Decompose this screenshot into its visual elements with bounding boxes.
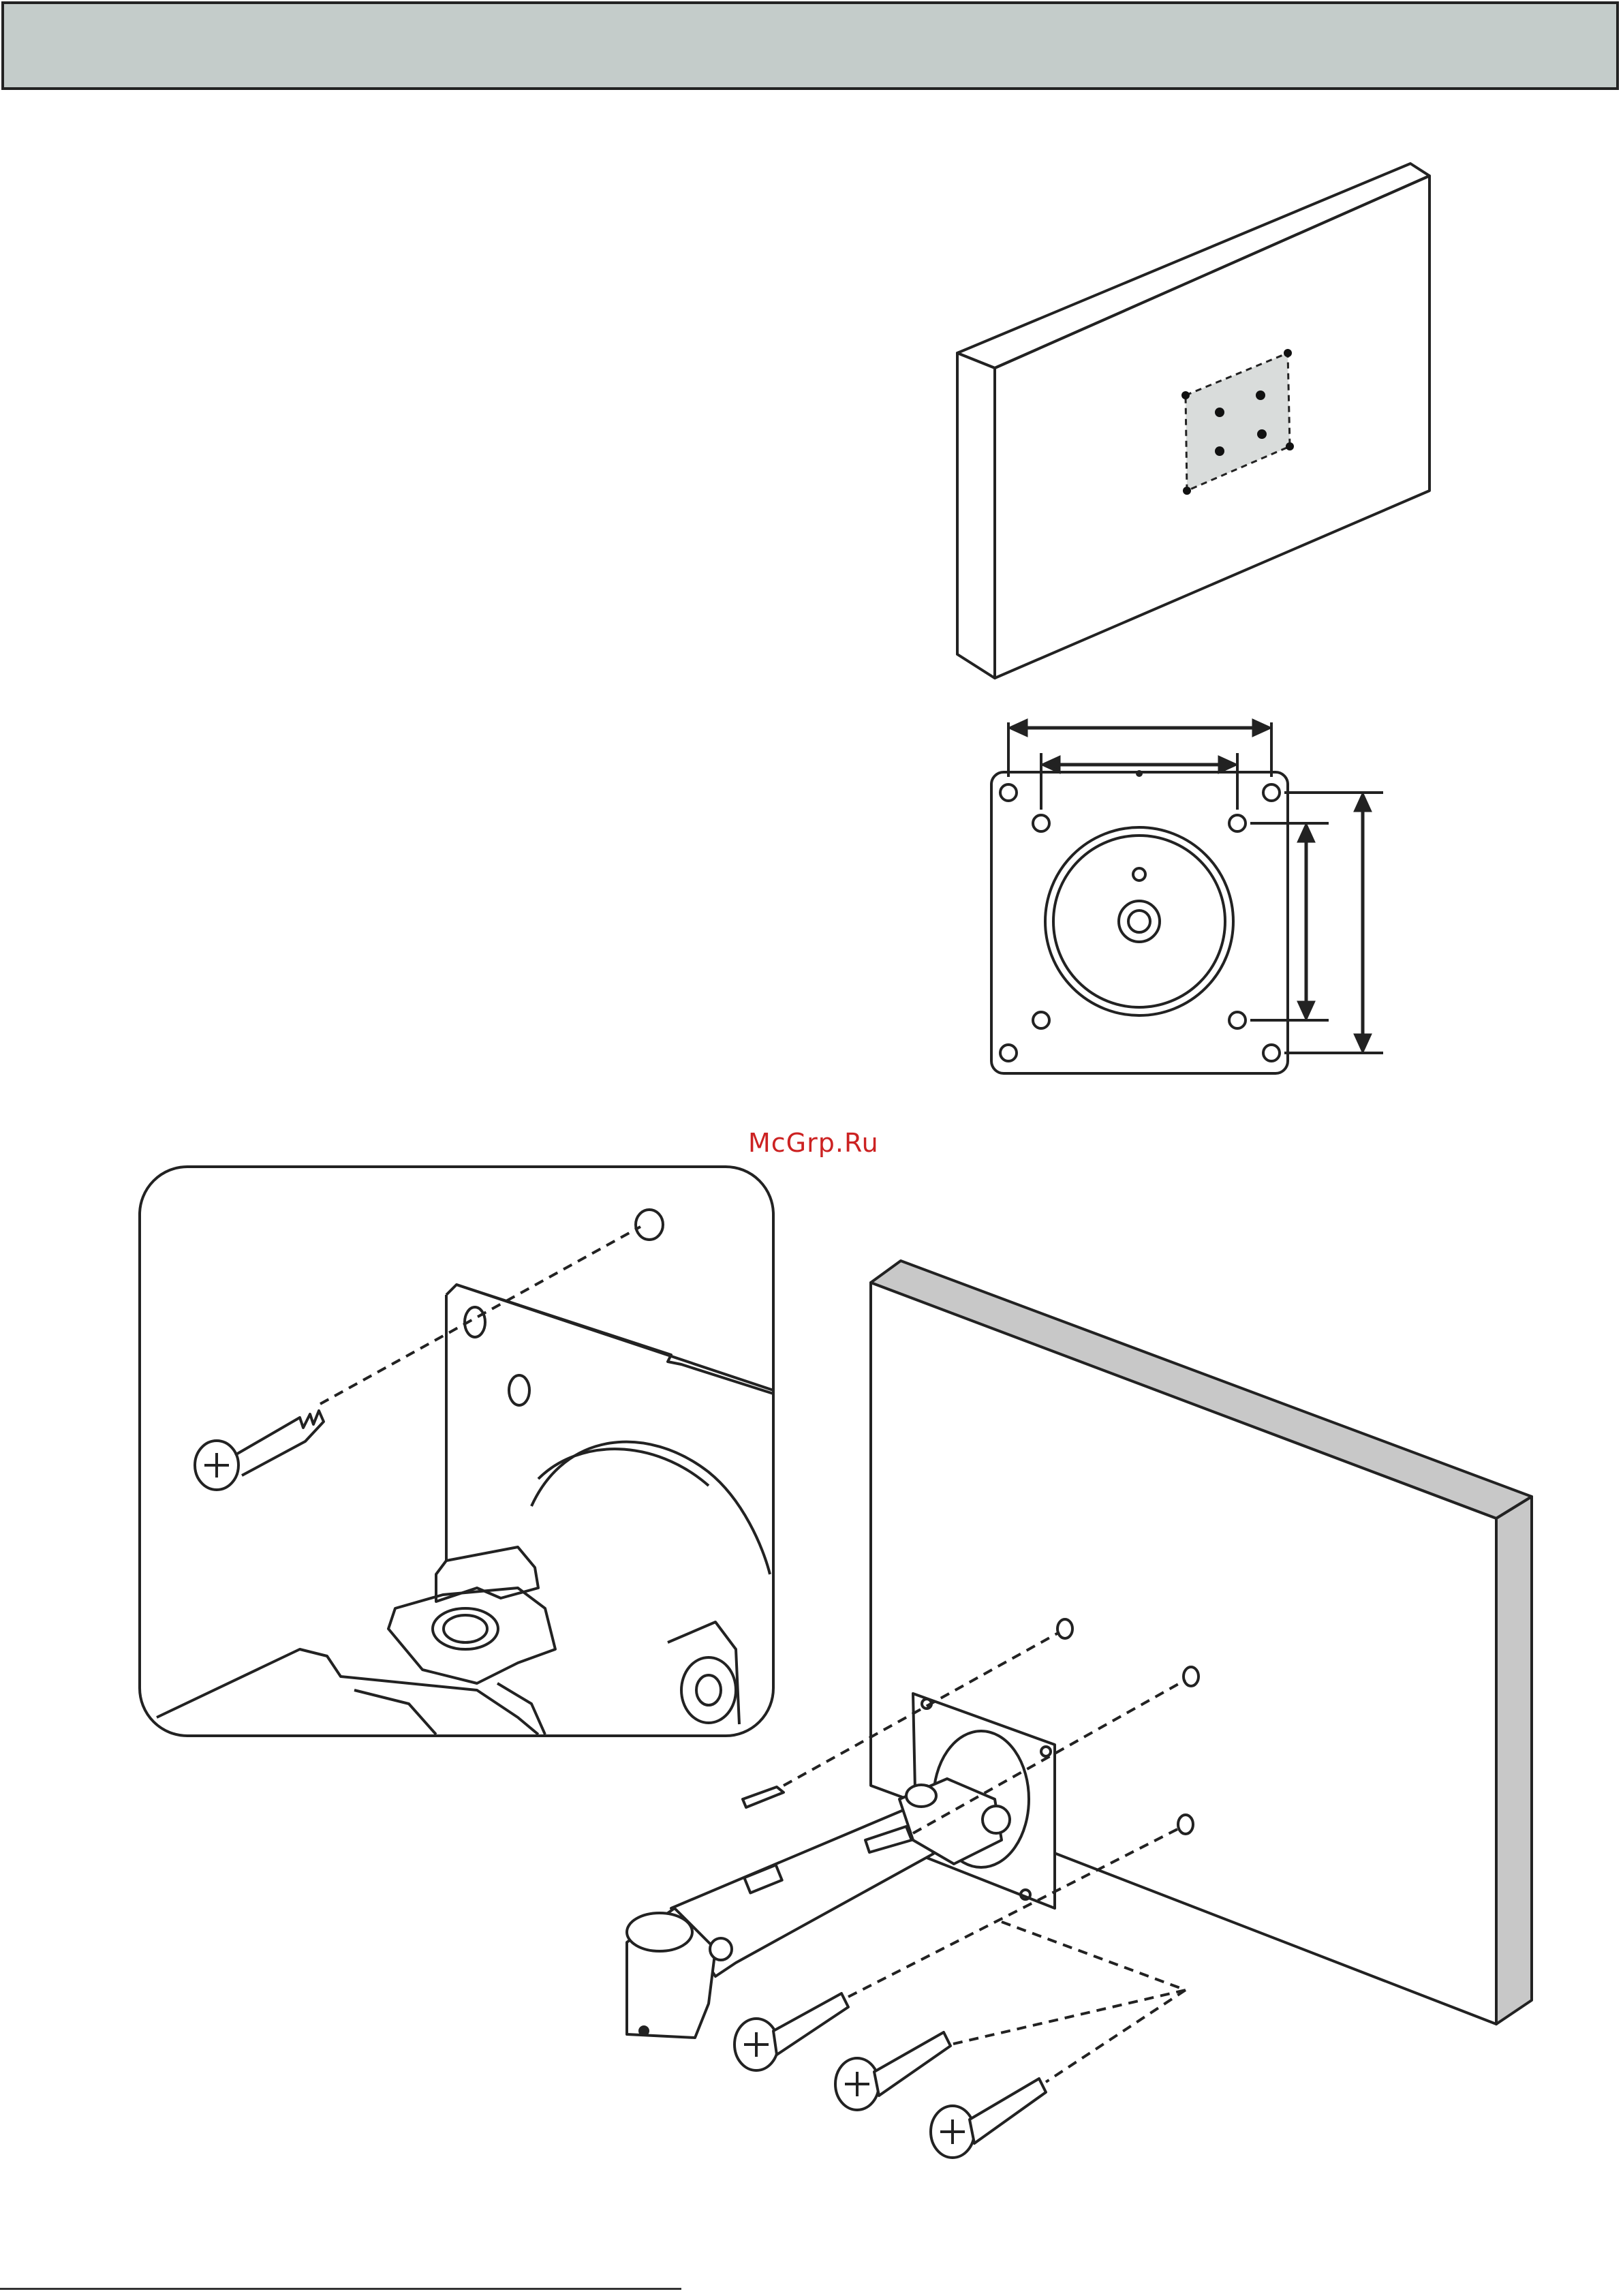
- watermark-text: McGrp.Ru: [748, 1128, 879, 1158]
- footer-line: [0, 2288, 681, 2290]
